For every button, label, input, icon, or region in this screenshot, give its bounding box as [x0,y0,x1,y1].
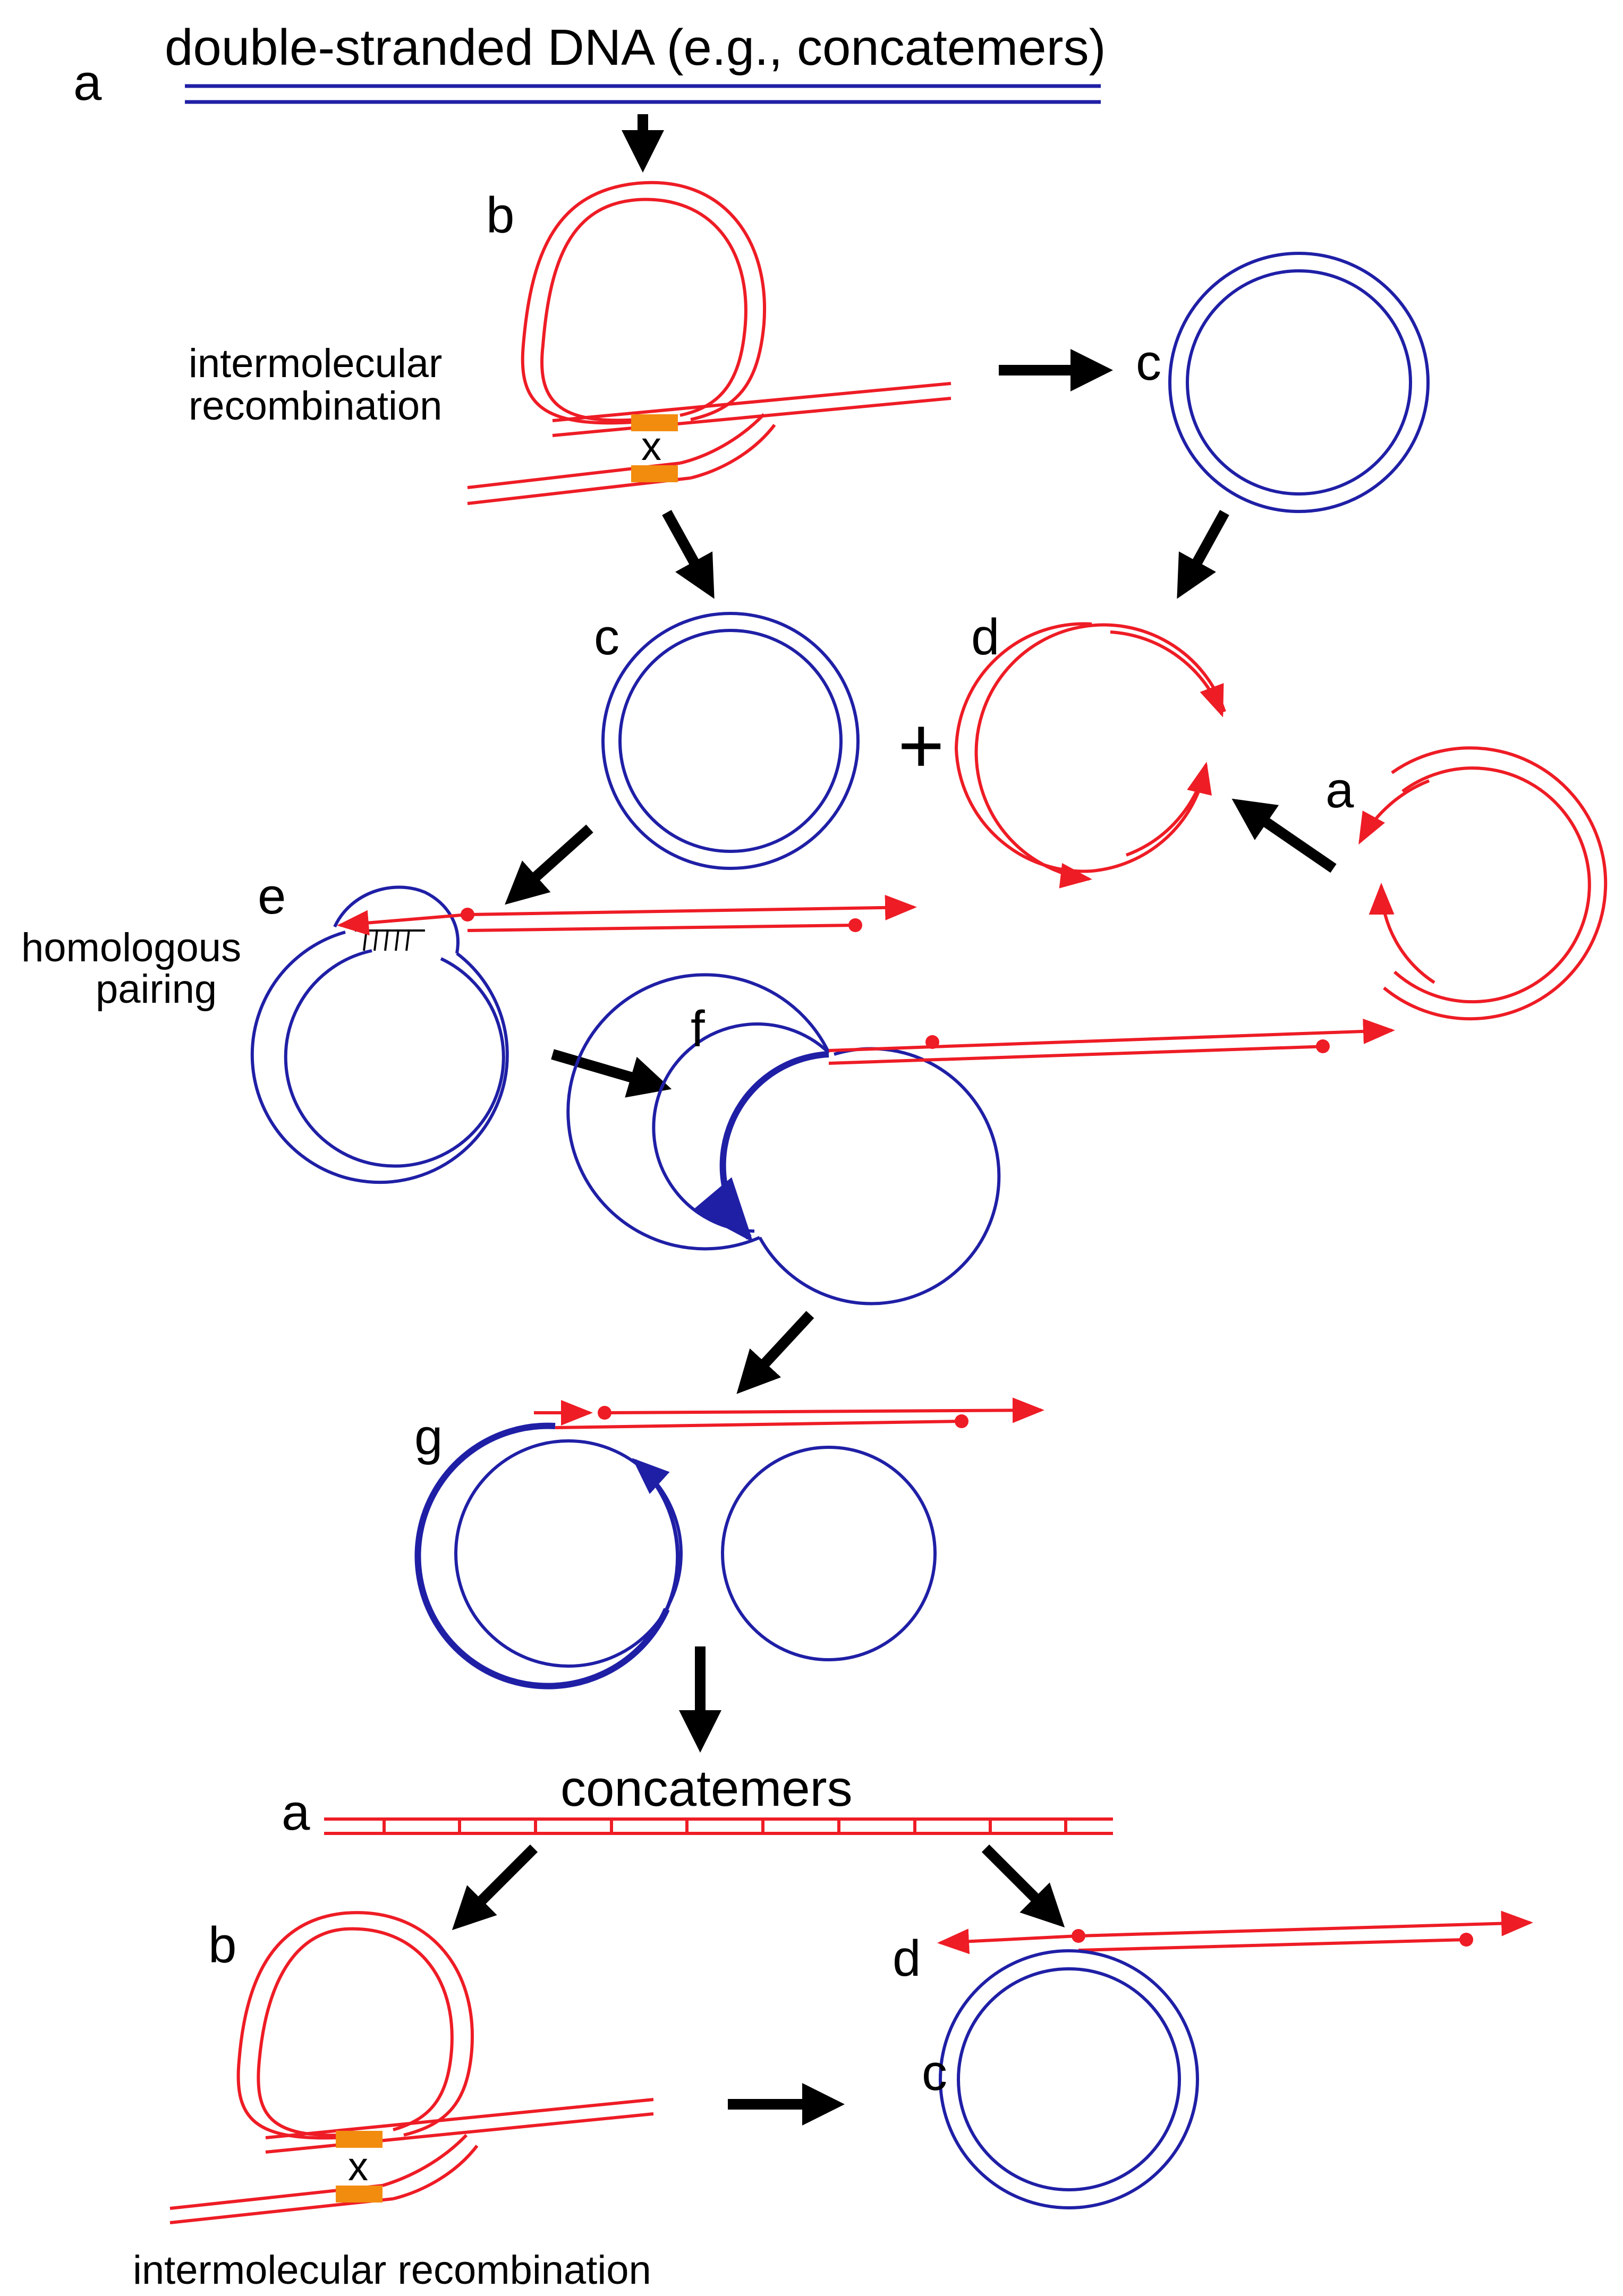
dot-g-left [598,1406,611,1420]
circle-c-mid [601,612,860,870]
e-text-line1: homologous [21,925,241,970]
b-top-text-line2: recombination [189,383,442,429]
label-x-bottom: x [348,2144,368,2189]
label-a-top: a [73,54,102,111]
label-c-bottom: c [922,2044,947,2101]
dot-d-bottom-right [1459,1933,1473,1947]
top-linear-dna [185,84,1101,104]
b-top-text-line1: intermolecular [189,341,442,386]
new-strand-g-outer [414,1422,670,1689]
label-d-mid: d [971,609,999,665]
arrow-c-to-e [505,824,593,905]
broken-circle-d-mid [954,622,1226,889]
orange-site-b-bottom-upper [336,2131,383,2148]
label-a-bottom: a [282,1784,310,1841]
circle-c-bottom [939,1949,1199,2209]
circles-g [454,1439,937,1668]
strand-e [337,894,917,936]
pairing-hatch [355,929,425,951]
arrow-d-lower [1125,762,1212,857]
dot-d-bottom-left [1072,1929,1085,1943]
dot-e-right [848,918,862,932]
arrow-f-to-g [736,1311,814,1394]
orange-site-b-top-lower [631,465,678,482]
arrow-d-upper [1110,630,1224,718]
e-text-line2: pairing [96,967,217,1012]
arrow-down-left-c [1177,510,1229,599]
label-b-bottom: b [208,1917,236,1974]
label-b-top: b [486,187,514,244]
arrow-down-left-b [662,510,715,599]
strand-d-bottom [937,1910,1533,1954]
arrow-a-lower [1369,883,1435,984]
circle-c-top-right [1168,252,1430,513]
label-d-bottom: d [893,1930,921,1987]
label-e: e [258,868,286,925]
label-x-top: x [641,424,661,469]
dot-g-right [955,1414,968,1428]
arrow-a-upper [1358,779,1430,845]
concatemer-dna [324,1817,1113,1835]
label-f: f [691,1001,705,1057]
dot-e-left [461,908,474,921]
arrow-a-to-d [1231,798,1337,873]
orange-site-b-bottom-lower [336,2186,383,2203]
plus-sign: + [898,701,945,790]
label-a-mid-right: a [1325,762,1354,818]
loop-b-top [467,181,951,505]
orange-site-b-top-upper [631,414,678,431]
strand-f [828,1018,1395,1065]
dot-f-left [925,1035,939,1049]
label-c-top-right: c [1136,334,1161,391]
strand-g [534,1397,1044,1429]
concatemers-label: concatemers [560,1760,853,1817]
arrow-e-to-f [551,1049,672,1098]
circle-e [250,885,509,1184]
arrow-concat-to-b [452,1844,538,1931]
new-strand-g-arrow [632,1458,680,1610]
bottom-caption: intermolecular recombination [133,2248,651,2293]
new-strand-f [692,1051,829,1243]
broken-circle-a-mid-right [1383,746,1608,1021]
label-c-mid: c [594,609,619,665]
top-title: double-stranded DNA (e.g., concatemers) [165,19,1106,76]
arrow-concat-to-d [981,1844,1065,1928]
circles-f [566,973,1001,1305]
loop-b-bottom [169,1911,654,2224]
label-g: g [414,1409,443,1465]
dot-f-right [1316,1039,1330,1053]
